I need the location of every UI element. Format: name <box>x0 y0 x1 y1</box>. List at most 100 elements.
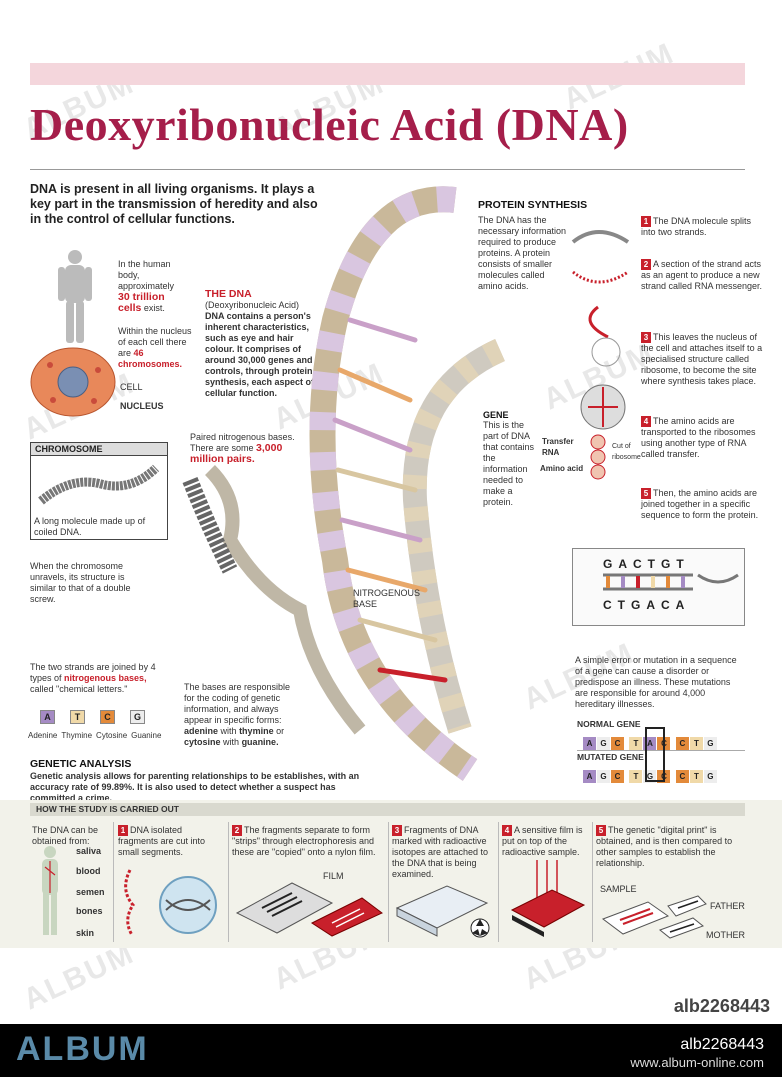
gene-cell: G <box>703 770 717 783</box>
chromosome-illustration <box>38 464 160 505</box>
cell-illustration <box>30 347 116 417</box>
base-name: Cytosine <box>96 731 128 740</box>
gene-cell: C <box>675 737 689 750</box>
genetic-analysis-heading: GENETIC ANALYSIS <box>30 758 132 770</box>
gene-cell: T <box>629 770 643 783</box>
source-item: skin <box>76 928 95 938</box>
gene-heading: GENE <box>483 410 509 420</box>
gene-cell: T <box>629 737 643 750</box>
mutated-gene-label: MUTATED GENE <box>577 752 644 762</box>
column-divider <box>498 822 499 942</box>
paired-bases-note: Paired nitrogenous bases. There are some… <box>190 432 295 465</box>
gene-cell: T <box>689 770 703 783</box>
gene-cell: A <box>583 770 596 783</box>
source-item: bones <box>76 906 103 916</box>
unravel-note: When the chromosome unravels, its struct… <box>30 561 131 604</box>
radioactive-sample-illustration <box>395 885 490 938</box>
sequence-top: GACTGT <box>603 557 690 571</box>
father-label: FATHER <box>710 901 745 911</box>
sequence-bottom: CTGACA <box>603 598 691 612</box>
study-panel <box>0 800 782 948</box>
source-item: blood <box>76 866 101 876</box>
gene-block: GENE This is the part of DNA that contai… <box>483 410 538 508</box>
gene-cell: G <box>597 737 610 750</box>
footer-image-id: alb2268443 <box>680 1036 764 1053</box>
sequence-strand <box>603 573 739 591</box>
base-name: Thymine <box>61 731 93 740</box>
sequence-box: GACTGT CTGACA <box>572 548 745 626</box>
genetic-analysis-text: Genetic analysis allows for parenting re… <box>30 771 360 803</box>
nucleus-note: Within the nucleus of each cell there ar… <box>118 326 192 369</box>
base-letter: A <box>40 710 55 724</box>
sensitive-film-illustration <box>510 860 586 937</box>
footer-bar <box>0 1024 782 1077</box>
base-letter: G <box>130 710 145 724</box>
column-divider <box>228 822 229 942</box>
chromosome-box: CHROMOSOME A long molecule made up of co… <box>30 442 168 540</box>
source-item: semen <box>76 887 105 897</box>
dna-helix-illustration <box>182 186 506 781</box>
page-title: Deoxyribonucleic Acid (DNA) <box>30 99 629 150</box>
footer-url-link[interactable]: www.album-online.com <box>630 1055 764 1070</box>
gene-cell: T <box>689 737 703 750</box>
sample-label: SAMPLE <box>600 884 637 894</box>
dna-fragment-illustration <box>124 869 217 936</box>
image-id: alb2268443 <box>673 996 770 1016</box>
protein-synthesis-heading: PROTEIN SYNTHESIS <box>478 199 588 211</box>
gene-cell: C <box>675 770 689 783</box>
header-band <box>30 63 745 85</box>
strands-note: The two strands are joined by 4 types of… <box>30 662 156 694</box>
title-divider <box>30 169 745 170</box>
base-name: Adenine <box>28 731 58 740</box>
gene-cell: G <box>597 770 610 783</box>
gene-cell: C <box>611 770 624 783</box>
dna-print-comparison <box>601 895 707 939</box>
chromosome-header: CHROMOSOME <box>31 443 167 456</box>
gene-divider <box>577 750 745 751</box>
base-names: Adenine Thymine Cytosine Guanine <box>28 730 161 741</box>
ribosome-label: Cut of ribosome <box>612 443 641 461</box>
column-divider <box>113 822 114 942</box>
chromosome-caption: A long molecule made up of coiled DNA. <box>34 516 146 537</box>
the-dna-heading: THE DNA <box>205 288 252 300</box>
column-divider <box>388 822 389 942</box>
normal-gene-label: NORMAL GENE <box>577 719 641 729</box>
gene-cell: A <box>583 737 596 750</box>
electrophoresis-illustration <box>235 882 383 937</box>
cell-label: CELL <box>120 382 143 392</box>
body-sources-figure <box>42 846 58 935</box>
study-heading: HOW THE STUDY IS CARRIED OUT <box>30 803 745 816</box>
album-logo[interactable]: ALBUM <box>16 1030 149 1068</box>
human-body-figure <box>58 250 92 343</box>
body-cells-note: In the human body, approximately 30 tril… <box>118 259 175 314</box>
watermark: ALBUM <box>18 936 140 1017</box>
gene-cell: C <box>611 737 624 750</box>
nucleus-label: NUCLEUS <box>120 401 164 411</box>
mutation-highlight <box>645 727 665 782</box>
mother-label: MOTHER <box>706 930 745 940</box>
mutation-note: A simple error or mutation in a sequence… <box>575 655 737 709</box>
bases-responsible-note: The bases are responsible for the coding… <box>184 682 291 747</box>
the-dna-block: THE DNA (Deoxyribonucleic Acid) DNA cont… <box>205 288 315 399</box>
intro-text: DNA is present in all living organisms. … <box>30 182 318 226</box>
nitrogenous-base-label: NITROGENOUS BASE <box>353 588 421 609</box>
protein-synthesis-intro: The DNA has the necessary information re… <box>478 215 567 291</box>
base-legend: A T C G <box>40 710 170 724</box>
the-dna-sub: (Deoxyribonucleic Acid) <box>205 300 300 310</box>
base-name: Guanine <box>131 731 162 740</box>
column-divider <box>592 822 593 942</box>
amino-acid-label: Amino acid <box>540 464 584 473</box>
base-letter: T <box>70 710 85 724</box>
obtained-note: The DNA can be obtained from: <box>32 825 99 846</box>
transfer-rna-label: Transfer RNA <box>542 437 574 457</box>
